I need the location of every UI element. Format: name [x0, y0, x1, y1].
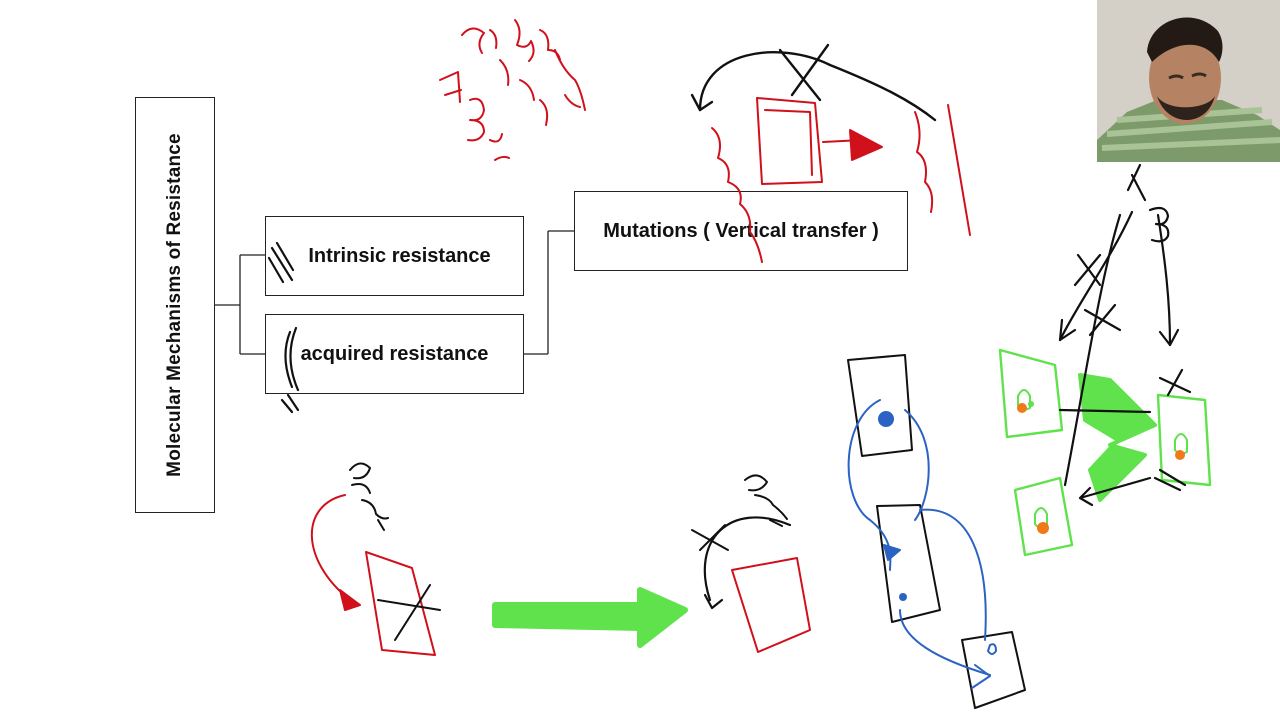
acquired-resistance-node: acquired resistance: [265, 314, 524, 394]
acquired-resistance-label: acquired resistance: [300, 342, 489, 365]
mutations-node: Mutations ( Vertical transfer ): [574, 191, 908, 271]
root-node-label: Molecular Mechanisms of Resistance: [164, 133, 185, 477]
intrinsic-resistance-label: Intrinsic resistance: [308, 244, 491, 267]
webcam-thumbnail: [1097, 0, 1280, 162]
intrinsic-resistance-node: Intrinsic resistance: [265, 216, 524, 296]
root-node-box: Molecular Mechanisms of Resistance: [135, 97, 215, 513]
presenter-avatar-icon: [1097, 0, 1280, 162]
mutations-label: Mutations ( Vertical transfer ): [603, 219, 879, 242]
